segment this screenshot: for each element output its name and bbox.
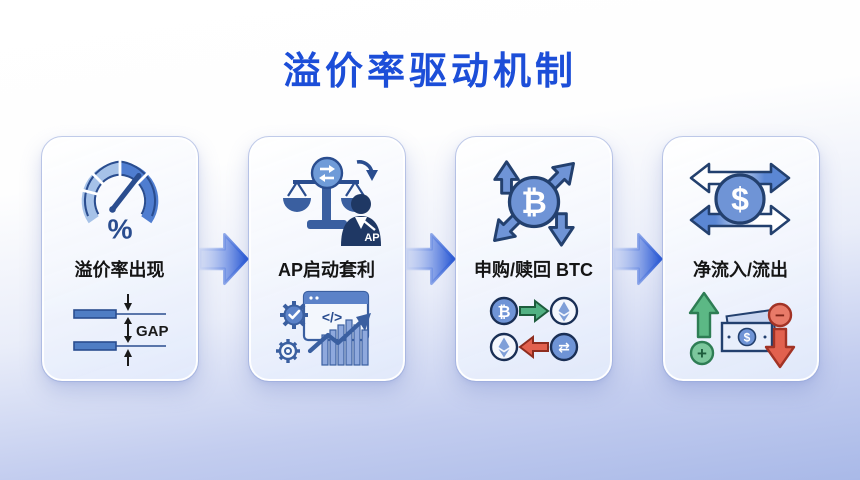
plus-symbol: + xyxy=(697,344,707,363)
card-ap-arbitrage: AP AP启动套利 </> xyxy=(247,136,406,382)
scales-ap-agent-icon: AP xyxy=(269,153,385,249)
gap-label: GAP xyxy=(136,323,169,340)
dollar-flow-icon: $ xyxy=(685,153,797,249)
gauge-percent-icon: % xyxy=(73,153,167,249)
card-label: AP启动套利 xyxy=(277,260,375,280)
card-net-flow: $ 净流入/流出 + $ − xyxy=(661,136,820,382)
btc-symbol: ₿ xyxy=(521,185,547,220)
code-symbol: </> xyxy=(321,309,341,325)
btc-distribute-icon: ₿ xyxy=(480,153,588,249)
right-arrow-icon xyxy=(404,233,456,285)
bill-dollar-symbol: $ xyxy=(743,331,750,345)
swap-coin-symbol: ⇄ xyxy=(558,339,570,355)
ap-badge: AP xyxy=(364,232,379,244)
dollar-symbol: $ xyxy=(731,181,749,217)
card-label: 申购/赎回 BTC xyxy=(474,260,593,280)
right-arrow-icon xyxy=(611,233,663,285)
flow-diagram: % 溢价率出现 GAP xyxy=(0,136,860,382)
card-premium-appears: % 溢价率出现 GAP xyxy=(40,136,199,382)
flow-arrow-2 xyxy=(404,228,456,290)
money-in-out-icon: + $ − xyxy=(684,289,798,369)
card-btc-create-redeem: ₿ 申购/赎回 BTC ₿ ⇄ xyxy=(454,136,613,382)
coin-swap-icon: ₿ ⇄ xyxy=(478,289,590,369)
minus-symbol: − xyxy=(775,306,785,325)
btc-coin-symbol: ₿ xyxy=(497,303,510,321)
card-label: 净流入/流出 xyxy=(692,260,788,280)
gap-spread-icon: GAP xyxy=(64,289,176,369)
flow-arrow-3 xyxy=(611,228,663,290)
right-arrow-icon xyxy=(197,233,249,285)
card-label: 溢价率出现 xyxy=(74,260,165,280)
flow-arrow-1 xyxy=(197,228,249,290)
percent-symbol: % xyxy=(107,213,132,245)
page-title: 溢价率驱动机制 xyxy=(282,51,577,93)
automation-chart-icon: </> xyxy=(272,289,382,369)
